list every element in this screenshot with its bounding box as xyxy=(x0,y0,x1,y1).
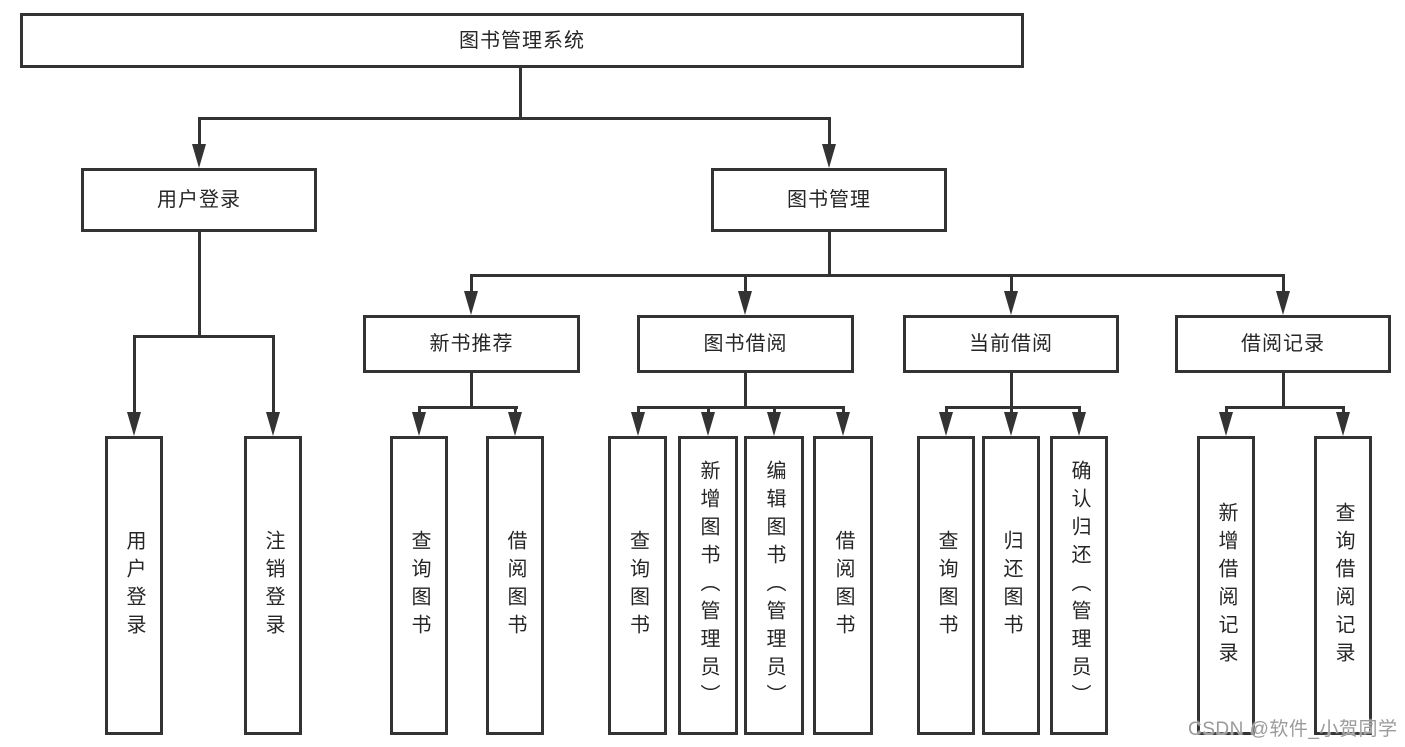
connector-line xyxy=(417,406,421,416)
connector-line xyxy=(636,406,640,416)
node-leaf-logout: 注销登录 xyxy=(244,436,302,735)
arrowhead-down xyxy=(1072,412,1086,436)
arrowhead-down xyxy=(412,412,426,436)
connector-line xyxy=(513,406,517,416)
arrowhead-down xyxy=(1336,412,1350,436)
connector-line xyxy=(944,406,948,416)
connector-line xyxy=(772,406,776,416)
arrowhead-down xyxy=(266,412,280,436)
arrowhead-down xyxy=(701,412,715,436)
node-leaf-add-books-admin: 新增图书（管理员） xyxy=(678,436,738,735)
connector-line xyxy=(1009,406,1013,416)
connector-line xyxy=(636,406,845,409)
node-leaf-user-login: 用户登录 xyxy=(105,436,163,735)
connector-line xyxy=(1341,406,1345,416)
connector-line xyxy=(271,335,275,416)
node-new-book-recommend: 新书推荐 xyxy=(363,315,580,373)
arrowhead-down xyxy=(939,412,953,436)
node-current-borrowing: 当前借阅 xyxy=(903,315,1119,373)
connector-line xyxy=(470,373,473,409)
connector-line xyxy=(1077,406,1081,416)
node-leaf-query-books-current: 查询图书 xyxy=(917,436,975,735)
arrowhead-down xyxy=(127,412,141,436)
connector-line xyxy=(827,117,831,148)
node-leaf-query-books-recommend: 查询图书 xyxy=(390,436,448,735)
connector-line xyxy=(469,274,1285,277)
connector-line xyxy=(1224,406,1345,409)
node-library-system: 图书管理系统 xyxy=(20,13,1024,68)
node-leaf-return-books: 归还图书 xyxy=(982,436,1040,735)
connector-line xyxy=(841,406,845,416)
arrowhead-down xyxy=(508,412,522,436)
node-leaf-add-borrow-record: 新增借阅记录 xyxy=(1197,436,1255,735)
arrowhead-down xyxy=(836,412,850,436)
connector-line xyxy=(743,373,747,409)
connector-line xyxy=(518,68,522,120)
connector-line xyxy=(1281,274,1285,294)
connector-line xyxy=(743,274,747,294)
node-leaf-borrow-books-borrowing: 借阅图书 xyxy=(813,436,873,735)
arrowhead-down xyxy=(464,291,478,315)
watermark-csdn: CSDN @软件_小贺同学 xyxy=(1188,719,1398,740)
connector-line xyxy=(197,117,831,120)
connector-line xyxy=(1009,373,1013,409)
connector-line xyxy=(1009,274,1013,294)
arrowhead-down xyxy=(1004,291,1018,315)
arrowhead-down xyxy=(1276,291,1290,315)
connector-line xyxy=(417,406,518,409)
node-borrowing-records: 借阅记录 xyxy=(1175,315,1391,373)
arrowhead-down xyxy=(822,144,836,168)
node-book-borrowing: 图书借阅 xyxy=(637,315,854,373)
connector-line xyxy=(132,335,136,416)
node-leaf-borrow-books-recommend: 借阅图书 xyxy=(486,436,544,735)
node-book-management: 图书管理 xyxy=(711,168,947,232)
connector-line xyxy=(944,406,1081,409)
arrowhead-down xyxy=(192,144,206,168)
connector-line xyxy=(197,232,201,338)
connector-line xyxy=(827,232,831,277)
arrowhead-down xyxy=(631,412,645,436)
node-user-login: 用户登录 xyxy=(81,168,317,232)
connector-line xyxy=(469,274,473,294)
connector-line xyxy=(706,406,710,416)
arrowhead-down xyxy=(738,291,752,315)
connector-line xyxy=(132,335,275,338)
arrowhead-down xyxy=(1219,412,1233,436)
node-leaf-query-books-borrowing: 查询图书 xyxy=(608,436,667,735)
node-leaf-edit-books-admin: 编辑图书（管理员） xyxy=(744,436,804,735)
arrowhead-down xyxy=(1004,412,1018,436)
connector-line xyxy=(1281,373,1285,409)
connector-line xyxy=(197,117,201,148)
node-leaf-confirm-return-admin: 确认归还（管理员） xyxy=(1050,436,1108,735)
connector-line xyxy=(1224,406,1228,416)
node-leaf-query-borrow-record: 查询借阅记录 xyxy=(1314,436,1372,735)
arrowhead-down xyxy=(767,412,781,436)
